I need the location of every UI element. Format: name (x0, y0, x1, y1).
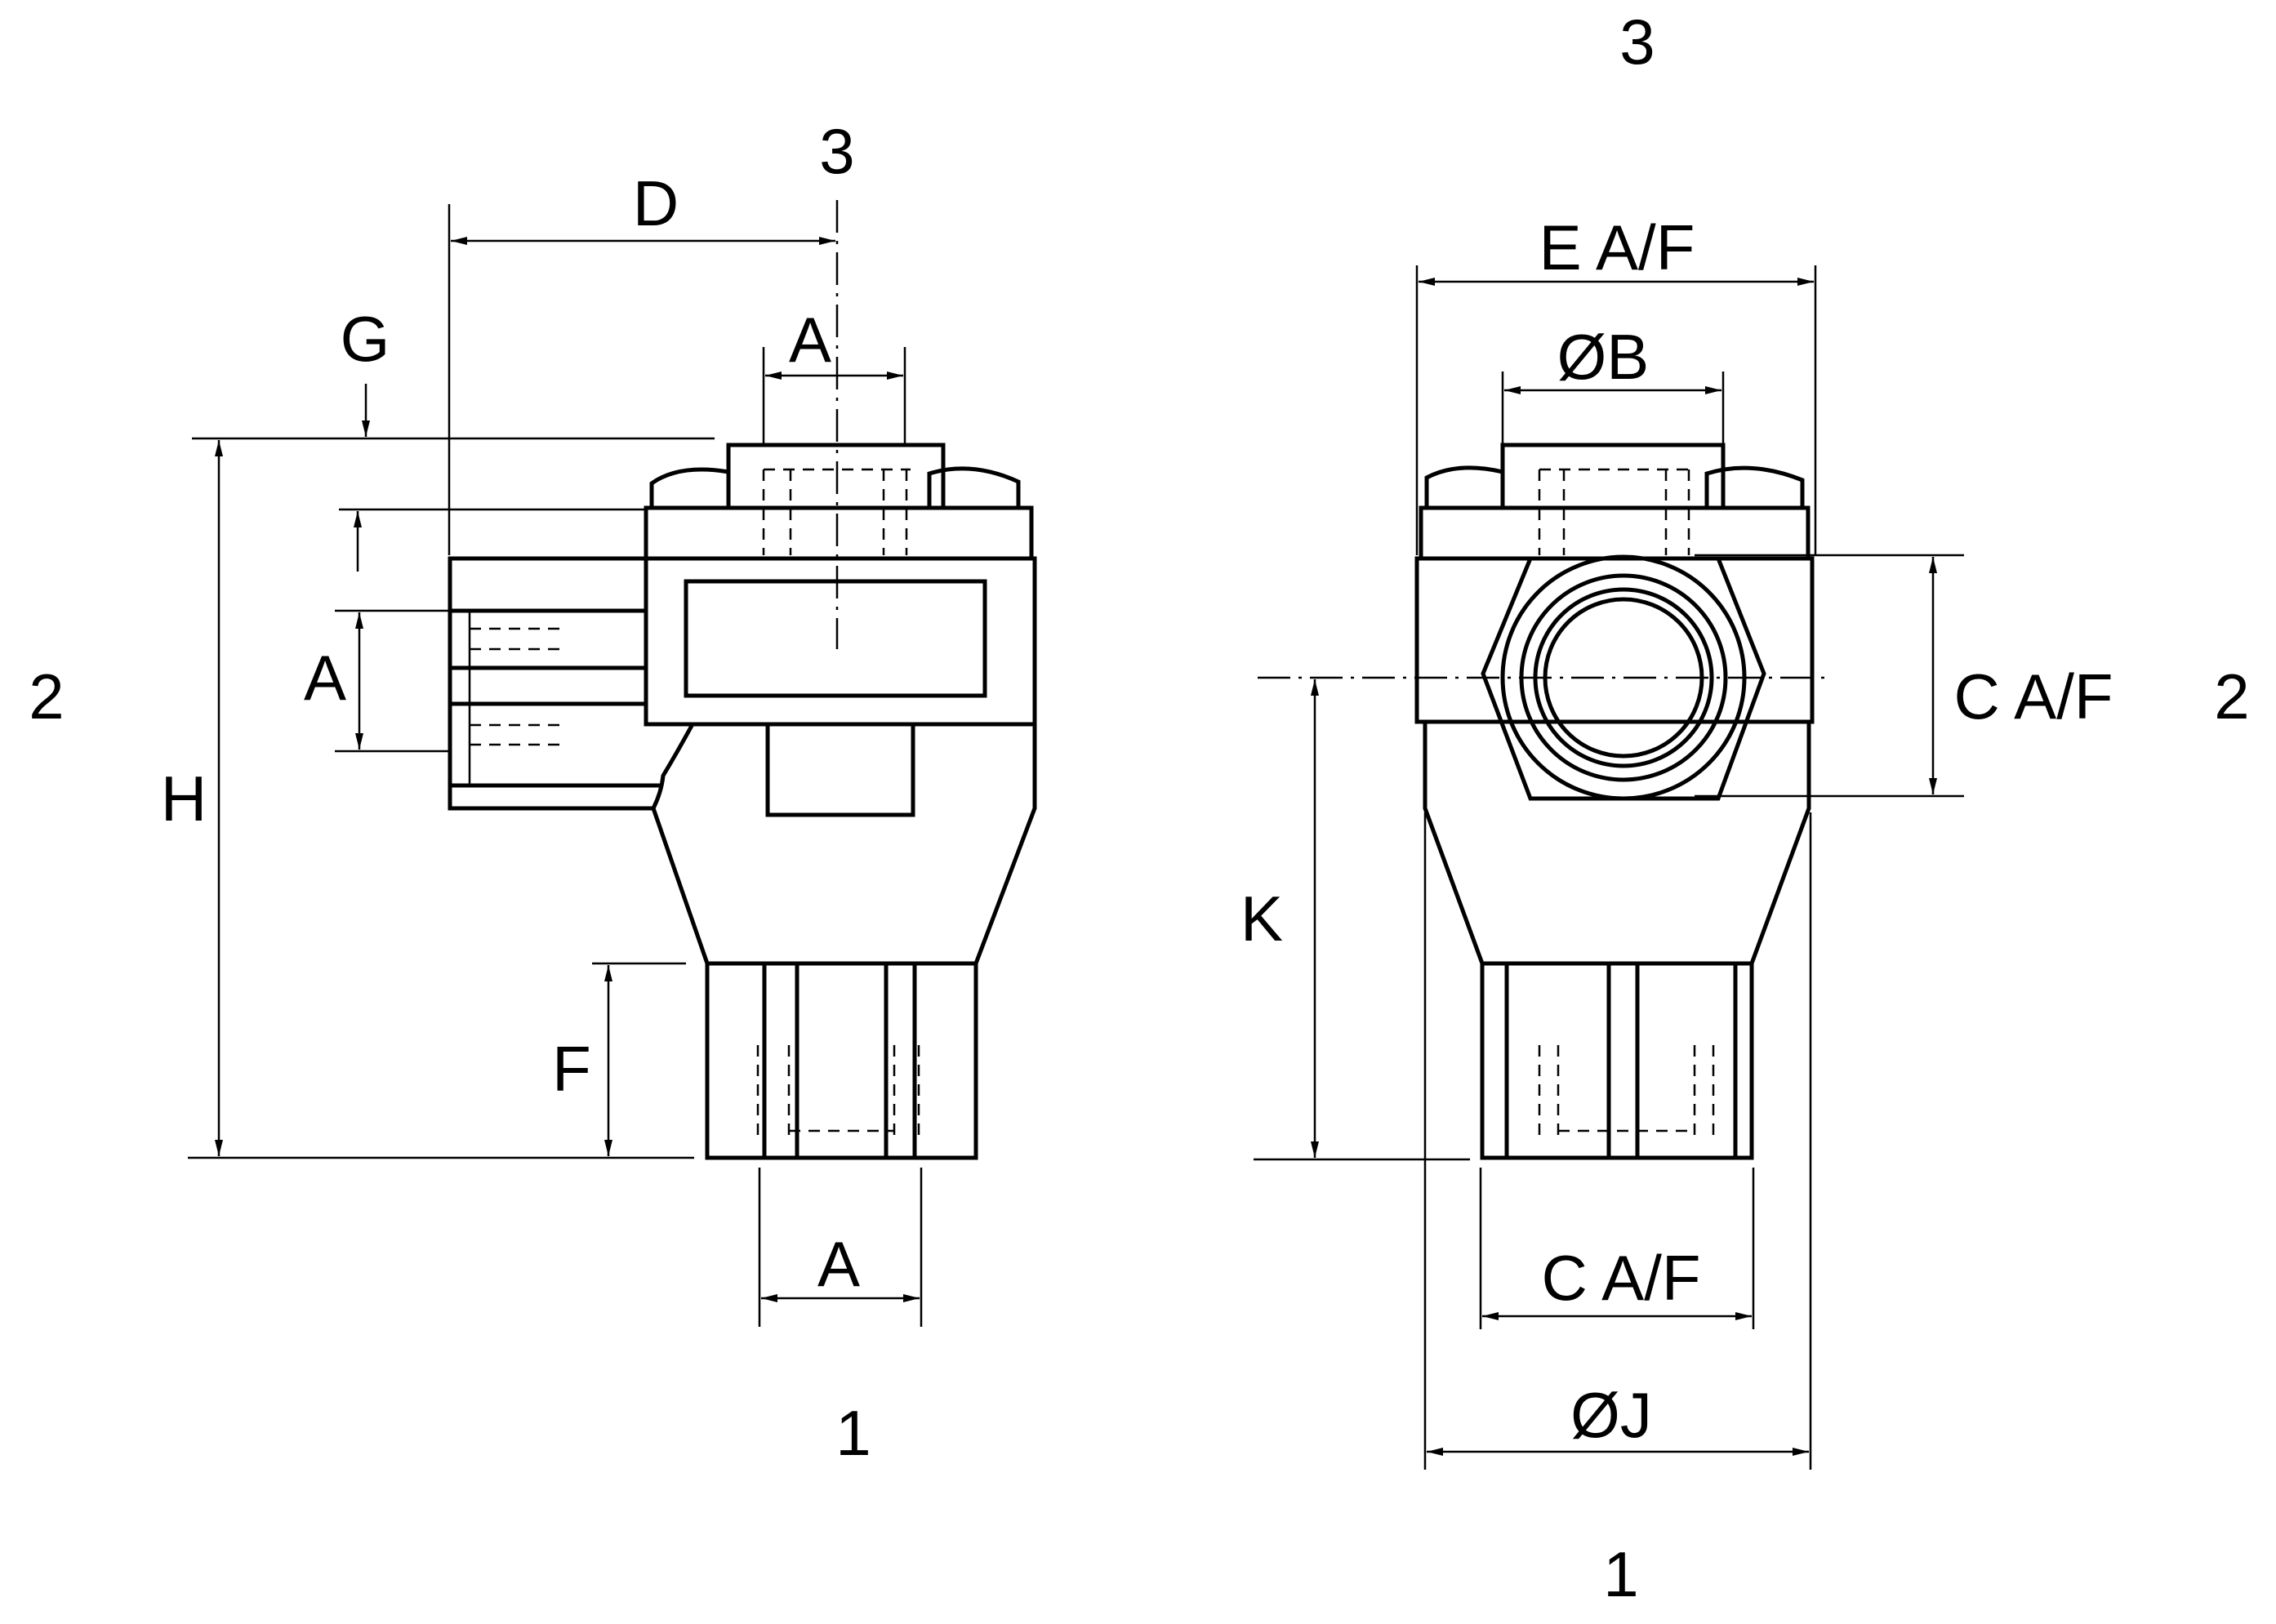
dim-a-bottom-label: A (817, 1228, 860, 1300)
dim-a-side-label: A (304, 642, 346, 714)
side-left-port (448, 556, 695, 811)
front-port-1-label: 1 (1603, 1538, 1638, 1610)
side-view: 3 2 1 D G A A H F A (29, 115, 1037, 1469)
front-bottom-port (1480, 961, 1754, 1160)
front-lower-body (1423, 722, 1811, 966)
side-dimension-lines (215, 237, 920, 1302)
side-bottom-port (705, 961, 978, 1160)
side-extension-lines (188, 204, 923, 1327)
front-right-bolt (1704, 465, 1805, 508)
front-port-3-label: 3 (1619, 6, 1655, 78)
front-dimension-lines (1311, 278, 1937, 1456)
dim-k-label: K (1240, 883, 1283, 954)
dim-d-label: D (633, 167, 679, 239)
front-hidden-lines (1538, 468, 1715, 1139)
side-internal-step (765, 724, 915, 817)
front-view: 3 2 1 E A/F ØB C A/F K C A/F ØJ (1240, 6, 2250, 1610)
side-port-2-label: 2 (29, 661, 64, 732)
front-left-bolt (1424, 465, 1505, 508)
front-extension-lines (1254, 265, 1964, 1470)
dim-c-bottom-label: C A/F (1541, 1242, 1700, 1314)
side-hidden-lines (470, 468, 920, 1141)
dim-j-label: ØJ (1570, 1379, 1652, 1451)
dim-c-side-label: C A/F (1953, 661, 2113, 732)
front-port-2-label: 2 (2214, 661, 2249, 732)
side-lower-body (651, 724, 1037, 966)
dim-h-label: H (161, 763, 207, 834)
dim-b-label: ØB (1557, 321, 1650, 393)
front-top-port (1500, 443, 1726, 510)
side-port-3-label: 3 (819, 115, 854, 187)
side-right-bolt (927, 466, 1021, 508)
dim-a-top-label: A (789, 304, 831, 376)
dim-e-label: E A/F (1539, 211, 1695, 283)
side-port-1-label: 1 (835, 1397, 871, 1469)
dim-g-label: G (341, 303, 390, 375)
side-left-bolt (649, 467, 731, 508)
side-body-block (644, 556, 1037, 727)
side-top-port (726, 443, 946, 510)
side-cap-plate (644, 505, 1034, 561)
side-body-window (684, 579, 987, 698)
dim-f-label: F (552, 1033, 591, 1105)
front-cap-plate (1419, 505, 1811, 561)
front-hex-nut (1481, 556, 1766, 801)
